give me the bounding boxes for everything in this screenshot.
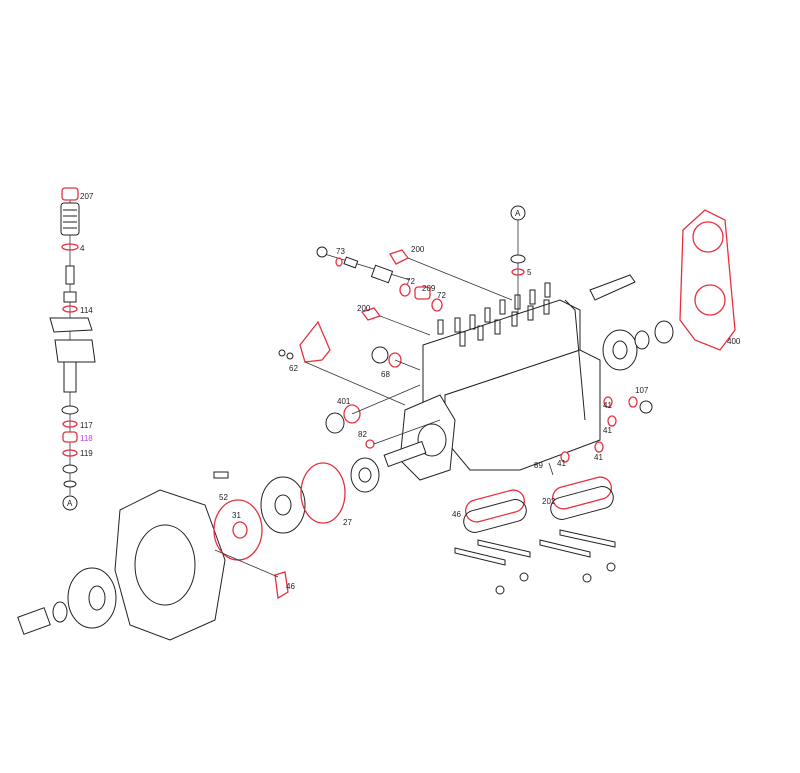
callout-a-left: A (67, 499, 73, 508)
callout-118: 118 (80, 434, 93, 443)
callout-41-d: 41 (557, 459, 566, 468)
callout-62: 62 (289, 364, 298, 373)
callout-41-c: 41 (594, 453, 603, 462)
delivery-valve-stack (49, 187, 96, 511)
part-207 (61, 187, 79, 201)
callout-207: 207 (80, 192, 94, 201)
callout-107: 107 (635, 386, 649, 395)
callout-202: 46 (286, 582, 295, 591)
callout-82: 82 (358, 430, 367, 439)
callout-200-top: 200 (411, 245, 425, 254)
callout-4: 4 (80, 244, 85, 253)
reference-marker-a (62, 495, 78, 511)
callout-46-a: 46 (452, 510, 461, 519)
callout-400: 400 (727, 337, 741, 346)
callout-114: 114 (80, 306, 93, 315)
callout-72-a: 72 (406, 277, 415, 286)
callout-5: 5 (527, 268, 532, 277)
callout-41-a: 41 (603, 401, 612, 410)
callout-119: 119 (80, 449, 93, 458)
callout-a-top: A (515, 209, 521, 218)
callout-52: 52 (219, 493, 228, 502)
callout-89: 89 (534, 461, 543, 470)
part-400 (679, 209, 736, 351)
callout-27: 27 (343, 518, 352, 527)
pump-housing (383, 282, 601, 481)
callout-46-b: 202 (542, 497, 556, 506)
callout-200-mid: 200 (357, 304, 371, 313)
callout-73: 73 (336, 247, 345, 256)
callout-68: 68 (381, 370, 390, 379)
callout-401: 401 (337, 397, 351, 406)
part-202 (274, 571, 289, 600)
part-62 (299, 320, 331, 363)
front-cover (114, 489, 226, 641)
callout-72-b: 72 (437, 291, 446, 300)
callout-117: 117 (80, 421, 93, 430)
callout-31: 31 (232, 511, 241, 520)
callout-41-b: 41 (603, 426, 612, 435)
callout-209: 209 (422, 284, 436, 293)
part-27 (300, 462, 346, 524)
